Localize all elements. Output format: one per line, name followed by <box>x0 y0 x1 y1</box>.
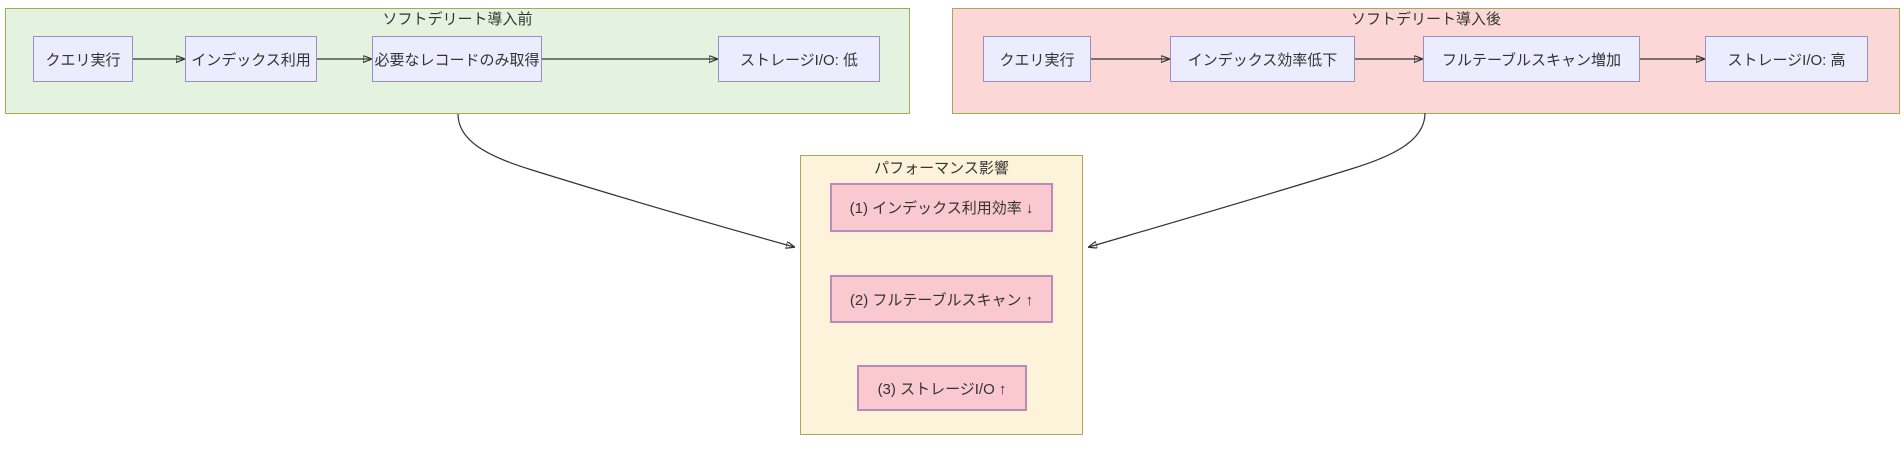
node-after-index-degraded: インデックス効率低下 <box>1170 36 1355 82</box>
node-impact-fulltable-scan: (2) フルテーブルスキャン ↑ <box>830 275 1053 323</box>
node-after-query: クエリ実行 <box>983 36 1091 82</box>
node-before-index-use: インデックス利用 <box>185 36 317 82</box>
node-impact-storage-io: (3) ストレージI/O ↑ <box>857 365 1027 411</box>
node-before-query: クエリ実行 <box>33 36 133 82</box>
node-before-storage-low: ストレージI/O: 低 <box>718 36 880 82</box>
node-before-fetch-needed: 必要なレコードのみ取得 <box>372 36 542 82</box>
edge-after-to-impact-icon <box>1089 112 1426 247</box>
subgraph-after-title: ソフトデリート導入後 <box>1350 11 1501 28</box>
node-after-fullscan-increase: フルテーブルスキャン増加 <box>1423 36 1640 82</box>
subgraph-before-title: ソフトデリート導入前 <box>382 11 533 28</box>
node-impact-index-efficiency: (1) インデックス利用効率 ↓ <box>830 183 1053 232</box>
node-after-storage-high: ストレージI/O: 高 <box>1705 36 1868 82</box>
subgraph-impact-title: パフォーマンス影響 <box>874 160 1009 177</box>
edge-before-to-impact-icon <box>457 113 794 247</box>
